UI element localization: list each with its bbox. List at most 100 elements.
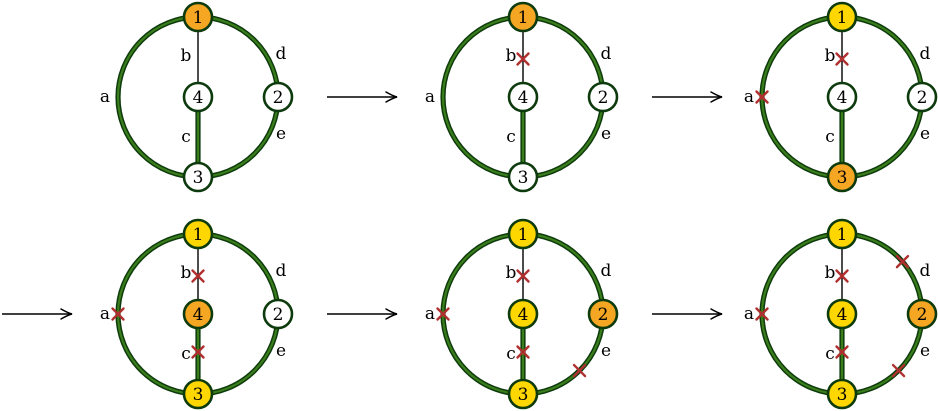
edge-label-d: d <box>276 44 287 64</box>
node-label: 4 <box>518 305 529 325</box>
cut-mark <box>191 345 205 359</box>
node-1: 1 <box>826 1 858 33</box>
node-label: 2 <box>598 88 609 108</box>
edge-label-b: b <box>181 263 192 283</box>
node-label: 3 <box>193 168 204 188</box>
node-circle <box>507 298 539 330</box>
cut-stroke <box>755 307 769 321</box>
node-label: 1 <box>837 8 848 28</box>
node-1: 1 <box>826 218 858 250</box>
cut-mark <box>891 363 906 378</box>
node-circle <box>182 218 214 250</box>
edge-label-d: d <box>920 44 931 64</box>
edge-label-d: d <box>920 261 931 281</box>
cut-stroke <box>835 345 849 359</box>
node-1: 1 <box>182 218 214 250</box>
node-circle <box>826 81 858 113</box>
cut-mark <box>516 269 530 283</box>
node-2: 2 <box>587 81 619 113</box>
node-3: 3 <box>507 161 539 193</box>
node-circle <box>507 81 539 113</box>
node-4: 4 <box>182 298 214 330</box>
cut-stroke <box>895 254 910 269</box>
step-arrow <box>652 308 723 320</box>
cut-mark <box>111 307 125 321</box>
step-arrow <box>327 308 398 320</box>
edge-label-b: b <box>506 263 517 283</box>
edge-label-e: e <box>601 341 611 361</box>
edge-label-c: c <box>506 127 516 147</box>
edge-label-d: d <box>601 261 612 281</box>
node-1: 1 <box>182 1 214 33</box>
node-3: 3 <box>182 378 214 410</box>
node-label: 1 <box>518 8 529 28</box>
edge-label-b: b <box>825 263 836 283</box>
node-circle <box>587 298 619 330</box>
node-circle <box>906 81 938 113</box>
step-arrow <box>327 91 398 103</box>
arrow-head <box>385 91 398 103</box>
node-label: 3 <box>837 385 848 405</box>
node-circle <box>826 298 858 330</box>
edge-label-a: a <box>100 87 110 107</box>
node-circle <box>262 81 294 113</box>
cut-stroke <box>191 269 205 283</box>
arrow-head <box>710 91 723 103</box>
cut-mark <box>895 254 910 269</box>
node-4: 4 <box>507 81 539 113</box>
edge-label-c: c <box>181 344 191 364</box>
arrow-head <box>60 308 73 320</box>
node-label: 2 <box>917 305 928 325</box>
node-label: 1 <box>837 225 848 245</box>
node-label: 3 <box>518 385 529 405</box>
node-label: 3 <box>518 168 529 188</box>
edge-label-e: e <box>920 124 930 144</box>
node-circle <box>182 298 214 330</box>
node-label: 1 <box>193 225 204 245</box>
node-2: 2 <box>262 81 294 113</box>
node-4: 4 <box>182 81 214 113</box>
cut-mark <box>516 52 530 66</box>
cut-mark <box>835 345 849 359</box>
node-2: 2 <box>906 81 938 113</box>
edge-label-c: c <box>181 127 191 147</box>
node-label: 4 <box>518 88 529 108</box>
cut-mark <box>516 345 530 359</box>
node-circle <box>826 378 858 410</box>
cut-mark <box>755 90 769 104</box>
cut-mark <box>755 307 769 321</box>
node-circle <box>182 1 214 33</box>
cut-stroke <box>891 363 906 378</box>
edge-label-e: e <box>920 341 930 361</box>
node-circle <box>826 218 858 250</box>
node-circle <box>507 161 539 193</box>
node-circle <box>826 1 858 33</box>
cut-stroke <box>516 269 530 283</box>
cut-stroke <box>516 52 530 66</box>
node-label: 3 <box>837 168 848 188</box>
node-4: 4 <box>826 298 858 330</box>
node-label: 2 <box>598 305 609 325</box>
node-3: 3 <box>826 378 858 410</box>
cut-stroke <box>436 307 450 321</box>
cut-stroke <box>835 269 849 283</box>
node-label: 1 <box>193 8 204 28</box>
cut-stroke <box>191 345 205 359</box>
node-4: 4 <box>507 298 539 330</box>
node-label: 4 <box>837 305 848 325</box>
cut-mark <box>835 52 849 66</box>
node-label: 3 <box>193 385 204 405</box>
edge-label-d: d <box>601 44 612 64</box>
cut-stroke <box>572 363 587 378</box>
node-circle <box>507 218 539 250</box>
step-arrow <box>652 91 723 103</box>
edge-label-b: b <box>506 46 517 66</box>
node-label: 4 <box>837 88 848 108</box>
node-3: 3 <box>826 161 858 193</box>
edge-label-c: c <box>825 344 835 364</box>
node-circle <box>906 298 938 330</box>
